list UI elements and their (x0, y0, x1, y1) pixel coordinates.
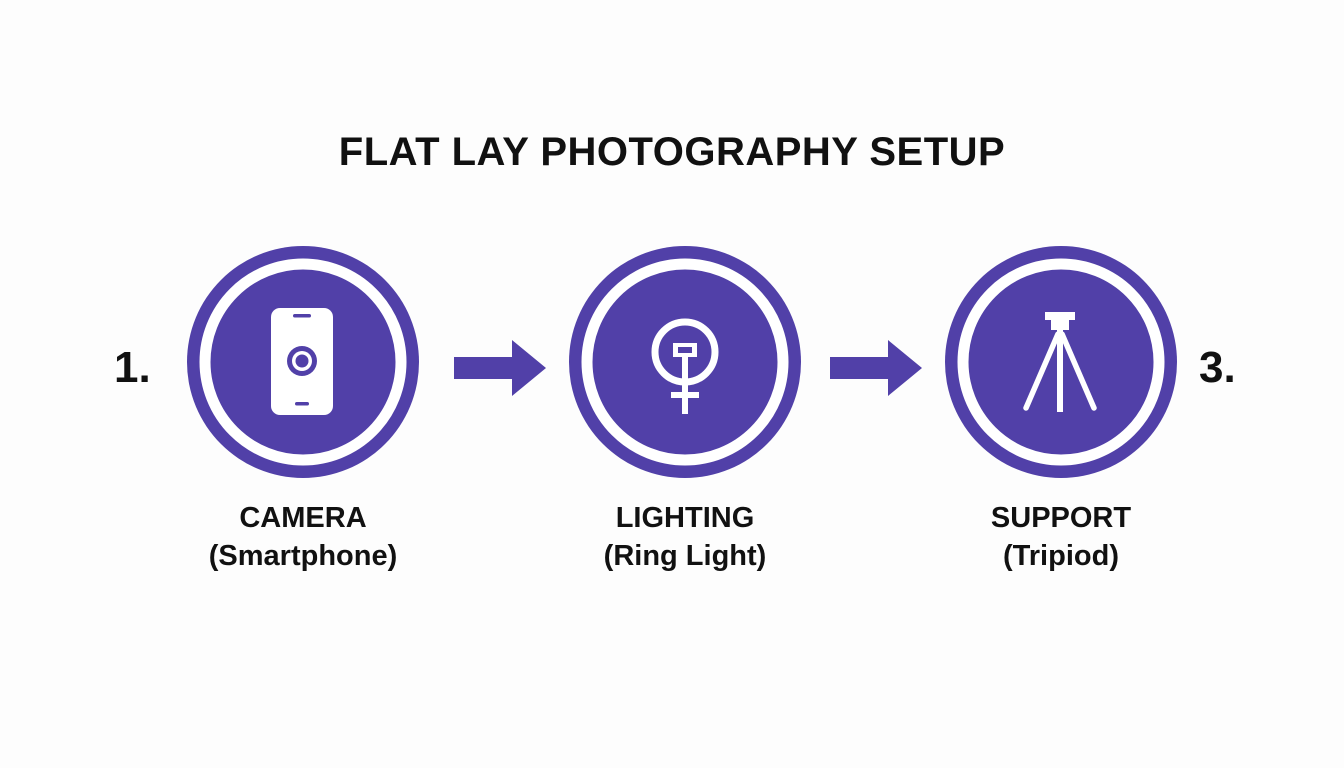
step-number-last: 3. (1199, 343, 1236, 392)
step-lighting-detail: (Ring Light) (603, 540, 767, 572)
page-title: FLAT LAY PHOTOGRAPHY SETUP (338, 130, 1006, 174)
step-number-first: 1. (114, 343, 151, 392)
smartphone-icon (187, 246, 419, 478)
step-support-detail: (Tripiod) (1003, 540, 1119, 572)
step-lighting-name: LIGHTING (615, 502, 755, 534)
arrow-right-icon (830, 340, 922, 396)
step-camera-name: CAMERA (239, 502, 367, 534)
ring-light-icon (569, 246, 801, 478)
step-support-name: SUPPORT (990, 502, 1132, 534)
step-lighting-label: LIGHTING (Ring Light) (545, 499, 825, 575)
step-camera-circle (187, 246, 419, 478)
step-support-label: SUPPORT (Tripiod) (921, 499, 1201, 575)
step-camera-label: CAMERA (Smartphone) (163, 499, 443, 575)
step-camera-detail: (Smartphone) (208, 540, 398, 572)
arrow-right-icon (454, 340, 546, 396)
step-lighting-circle (569, 246, 801, 478)
step-support-circle (945, 246, 1177, 478)
tripod-icon (945, 246, 1177, 478)
